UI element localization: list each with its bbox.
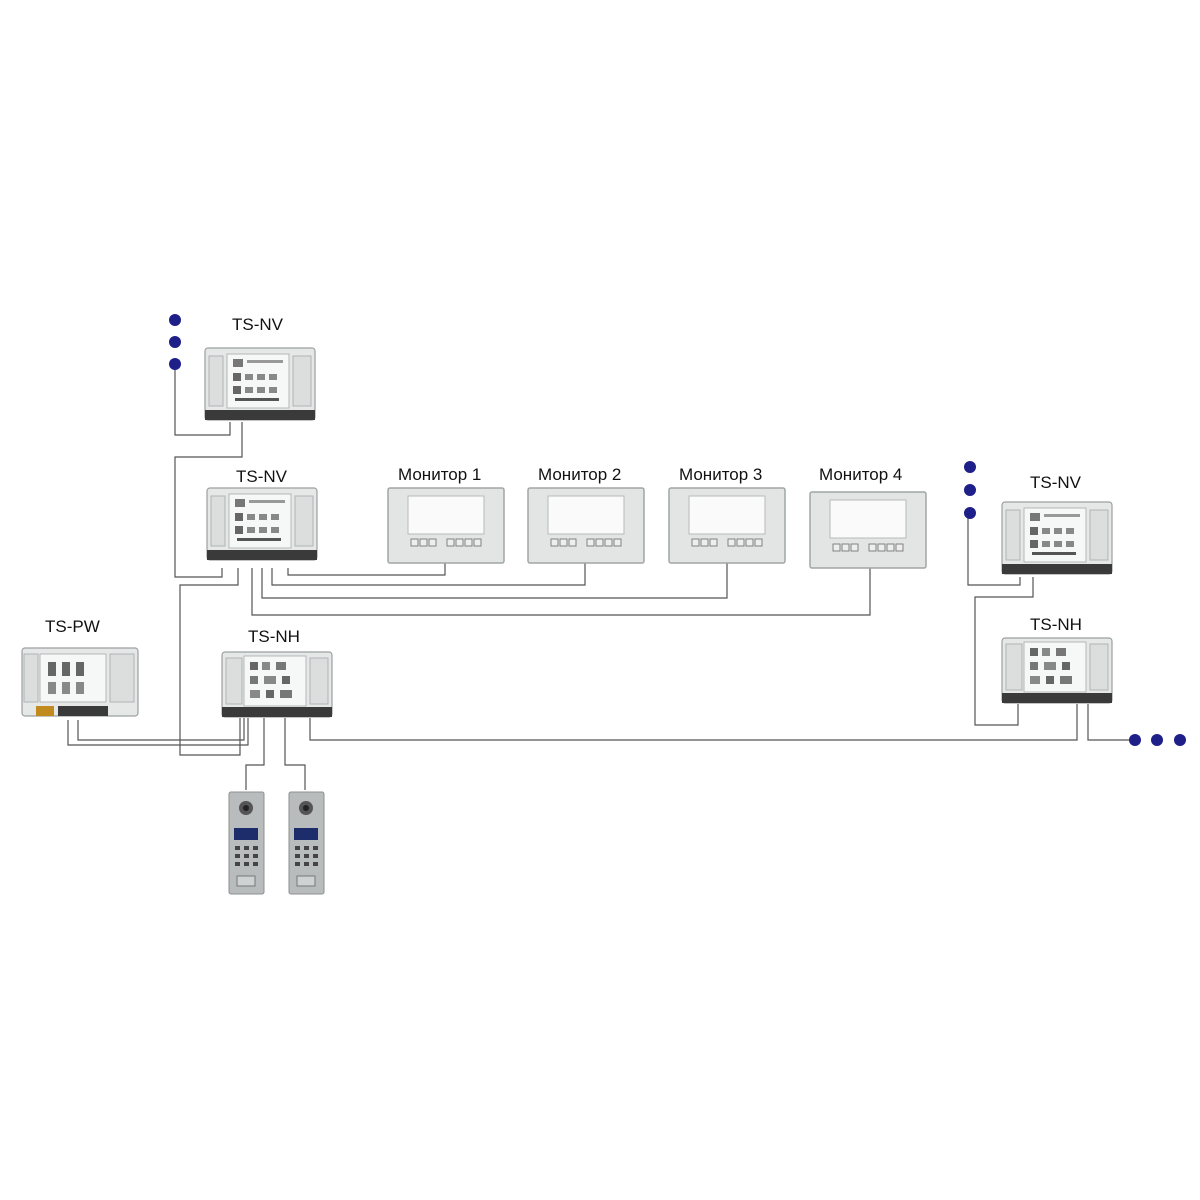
monitor-4-label: Монитор 4 — [819, 465, 902, 484]
continuation-dots-right — [964, 461, 976, 519]
ts-pw-label: TS-PW — [45, 617, 100, 636]
continuation-dots-icon — [964, 484, 976, 496]
ts-nh-left: TS-NH — [221, 627, 333, 718]
power-supply-icon — [21, 647, 139, 717]
continuation-dots-top-left — [169, 314, 181, 370]
monitor-icon — [387, 487, 505, 564]
ts-pw: TS-PW — [21, 617, 139, 717]
outdoor-call-panel-2 — [288, 791, 325, 895]
ts-nh-right-label: TS-NH — [1030, 615, 1082, 634]
continuation-dots-icon — [169, 358, 181, 370]
outdoor-call-panel-icon — [228, 791, 265, 895]
monitor-1: Монитор 1 — [387, 465, 505, 564]
ts-nv-top-left-label: TS-NV — [232, 315, 284, 334]
monitor-2: Монитор 2 — [527, 465, 645, 564]
monitor-icon — [668, 487, 786, 564]
monitor-2-label: Монитор 2 — [538, 465, 621, 484]
distributor-module-icon — [1001, 637, 1113, 704]
monitor-icon — [809, 491, 927, 569]
continuation-dots-icon — [169, 314, 181, 326]
ts-nv-right: TS-NV — [1001, 473, 1113, 575]
ts-nv-top-left: TS-NV — [204, 315, 316, 421]
outdoor-call-panel-1 — [228, 791, 265, 895]
ts-nv-mid-left-label: TS-NV — [236, 467, 288, 486]
continuation-dots-icon — [1151, 734, 1163, 746]
distributor-module-icon — [1001, 501, 1113, 575]
ts-nh-right: TS-NH — [1001, 615, 1113, 704]
continuation-dots-bottom-right — [1129, 734, 1186, 746]
monitor-3-label: Монитор 3 — [679, 465, 762, 484]
continuation-dots-icon — [1174, 734, 1186, 746]
ts-nh-left-label: TS-NH — [248, 627, 300, 646]
outdoor-call-panel-icon — [288, 791, 325, 895]
ts-nv-mid-left: TS-NV — [206, 467, 318, 561]
monitor-3: Монитор 3 — [668, 465, 786, 564]
wiring — [67, 368, 1130, 790]
monitor-1-label: Монитор 1 — [398, 465, 481, 484]
distributor-module-icon — [204, 347, 316, 421]
monitor-icon — [527, 487, 645, 564]
distributor-module-icon — [221, 651, 333, 718]
distributor-module-icon — [206, 487, 318, 561]
monitor-4: Монитор 4 — [809, 465, 927, 569]
continuation-dots-icon — [964, 461, 976, 473]
continuation-dots-icon — [1129, 734, 1141, 746]
continuation-dots-icon — [169, 336, 181, 348]
continuation-dots-icon — [964, 507, 976, 519]
ts-nv-right-label: TS-NV — [1030, 473, 1082, 492]
